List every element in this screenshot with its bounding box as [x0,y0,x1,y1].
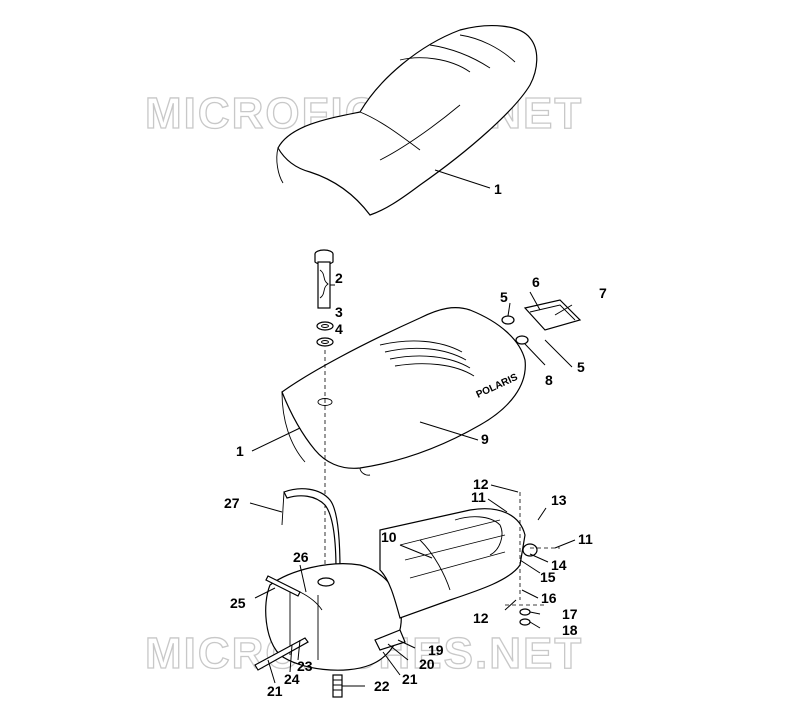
callout-18: 18 [562,622,578,638]
rear-cover: POLARIS [281,307,526,476]
leader-lines [249,169,576,687]
callout-11a: 11 [471,489,486,505]
hinge-bracket [501,299,582,345]
callout-23: 23 [297,658,313,674]
callout-27: 27 [224,495,240,511]
callout-24: 24 [284,671,300,687]
callout-22: 22 [374,678,390,694]
callout-21a: 21 [267,683,283,699]
callout-2: 2 [335,270,343,286]
callout-labels: 1 2 3 4 5 6 7 5 8 1 9 12 11 13 27 10 11 … [224,181,607,699]
callout-6: 6 [532,274,540,290]
seat-cushion-top [276,25,538,216]
callout-12a: 12 [473,476,489,492]
callout-8: 8 [545,372,553,388]
callout-7: 7 [599,285,607,301]
callout-21b: 21 [402,671,418,687]
callout-4: 4 [335,321,343,337]
callout-5b: 5 [577,359,585,375]
callout-10: 10 [381,529,397,545]
callout-26: 26 [293,549,309,565]
callout-9: 9 [481,431,489,447]
callout-20: 20 [419,656,435,672]
fuel-cap-assembly [314,249,334,575]
callout-16: 16 [541,590,557,606]
callout-17: 17 [562,606,578,622]
callout-3: 3 [335,304,343,320]
callout-19: 19 [428,642,444,658]
callout-1-cover: 1 [236,443,244,459]
callout-14: 14 [551,557,567,573]
callout-12b: 12 [473,610,489,626]
callout-25: 25 [230,595,246,611]
callout-5a: 5 [500,289,508,305]
callout-1-seat: 1 [494,181,502,197]
callout-11b: 11 [578,531,593,547]
callout-15: 15 [540,569,556,585]
callout-13: 13 [551,492,567,508]
